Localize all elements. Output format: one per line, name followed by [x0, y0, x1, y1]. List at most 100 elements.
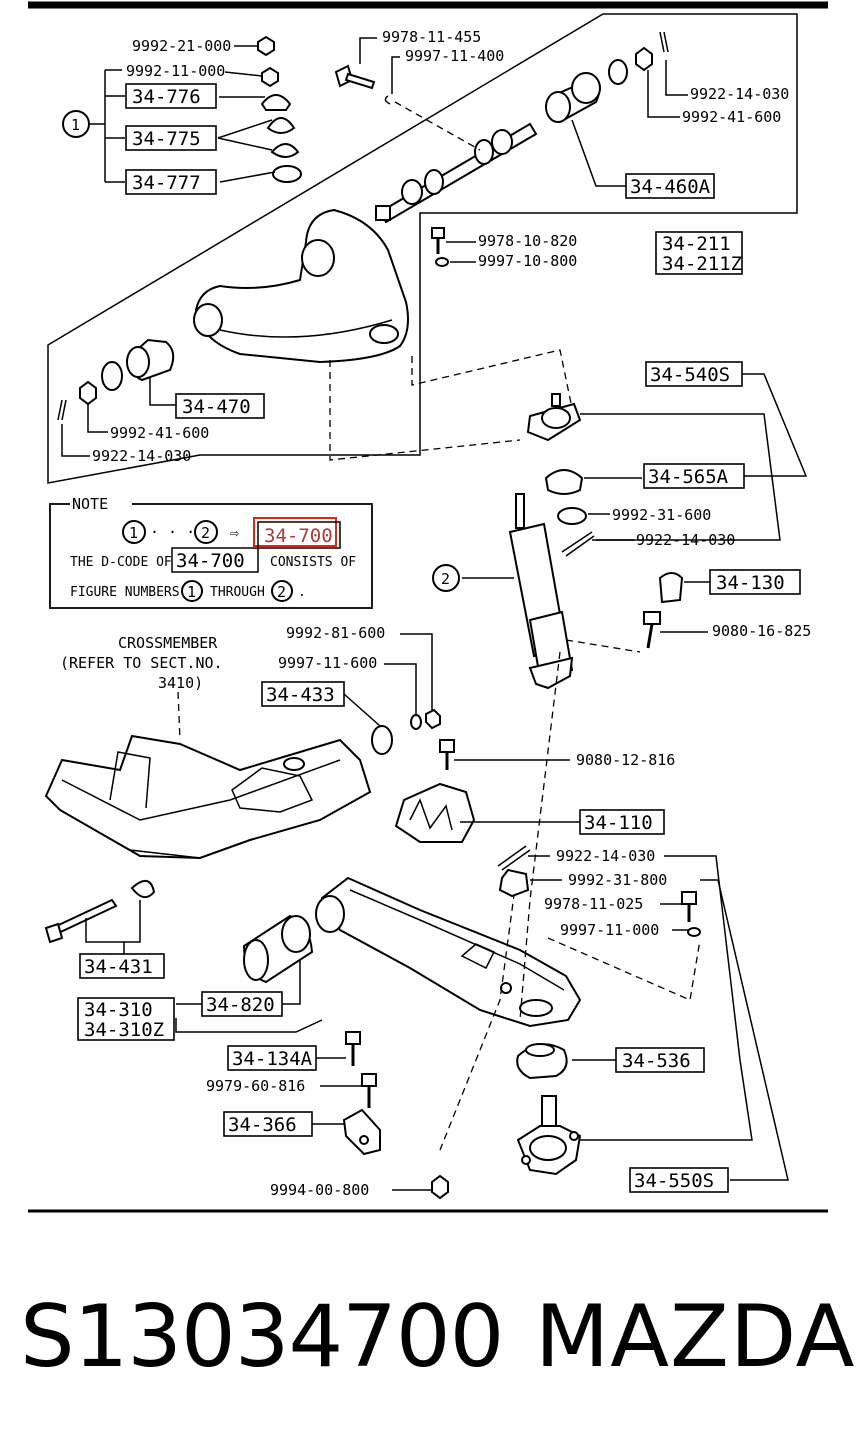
boxed-code-34-776: 34-776 [125, 83, 217, 109]
shaft-collar [474, 139, 494, 165]
cotter-pin-icon [561, 531, 595, 557]
crossmember-title: CROSSMEMBER [118, 634, 218, 652]
label-9992-31-600: 9992-31-600 [612, 506, 711, 524]
arm-body [194, 208, 409, 364]
figure-marker-2-main-text: 2 [441, 570, 450, 588]
boxed-code-34-431: 34-431 [79, 953, 165, 979]
cotter-pin-icon [659, 31, 669, 53]
figure-marker-1-main [62, 110, 90, 138]
washer-icon [130, 880, 156, 899]
ball-joint-seat [369, 324, 399, 344]
shaft-collar [424, 169, 444, 195]
label-9979-60-816: 9979-60-816 [206, 1077, 305, 1095]
lower-arm-window [460, 943, 496, 970]
bushing-face [126, 346, 150, 378]
code-34-134A: 34-134A [232, 1048, 313, 1070]
nut-icon [261, 66, 279, 88]
boxed-code-34-134A: 34-134A [227, 1045, 317, 1071]
lower-arm-rib [349, 889, 565, 991]
bolt-shank-icon [344, 72, 376, 90]
rebound-bumper [394, 782, 476, 843]
part-number: S13034700 [20, 1287, 504, 1387]
bushing-end [571, 72, 601, 104]
upper-ball-joint [526, 393, 595, 557]
upper-arm-group-frame [47, 13, 798, 484]
label-9080-16-825: 9080-16-825 [712, 622, 811, 640]
dust-boot-top [525, 1043, 555, 1057]
label-9992-41-600-top: 9992-41-600 [682, 108, 781, 126]
boxed-code-34-310: 34-310 34-310Z [77, 997, 175, 1041]
crossmember [44, 734, 372, 860]
boxed-code-34-536: 34-536 [615, 1047, 705, 1073]
ball-joint-stud [551, 393, 561, 407]
castle-nut-icon [498, 868, 530, 898]
boxed-code-34-460A: 34-460A [625, 173, 715, 199]
ball-joint-dome [541, 407, 571, 429]
bolt-head-icon [439, 739, 455, 753]
bolt-9978-10-820 [431, 227, 449, 267]
upper-right-bushing [545, 31, 669, 124]
boxed-code-34-110: 34-110 [579, 809, 665, 835]
mount-hole [283, 757, 305, 771]
boxed-code-34-820: 34-820 [201, 991, 283, 1017]
note-line2-pre: THE D-CODE OF [70, 555, 172, 570]
boxed-code-34-433: 34-433 [261, 681, 345, 707]
bolt-head-icon [431, 227, 445, 239]
exploded-parts-diagram: NOTE 1 · · · 2 ⇨ 34-700 THE D-CODE OF 34… [28, 1, 828, 1213]
label-9922-14-030-mid: 9922-14-030 [636, 531, 735, 549]
code-34-431: 34-431 [84, 956, 153, 978]
arm-bushing-eye [193, 303, 223, 337]
crossmember-mount [231, 767, 314, 813]
note-range-sep: · · · [150, 523, 195, 541]
label-9994-00-800: 9994-00-800 [270, 1181, 369, 1199]
code-34-775: 34-775 [132, 128, 201, 150]
lower-arm-eye [315, 895, 345, 933]
figure-marker-1-text: 1 [129, 524, 138, 542]
boxed-code-34-775: 34-775 [125, 125, 217, 151]
upper-arm-shaft [334, 64, 538, 224]
crossmember-bracket [109, 751, 151, 809]
shaft-collar [401, 179, 423, 205]
shock-rod [515, 493, 525, 529]
figure-marker-1 [122, 520, 146, 544]
code-34-536: 34-536 [622, 1050, 691, 1072]
hardware-stack-upper-left [257, 35, 302, 183]
label-9992-21-000: 9992-21-000 [132, 37, 231, 55]
washer-icon [101, 361, 123, 391]
code-34-550S: 34-550S [634, 1170, 714, 1192]
boxed-code-34-777: 34-777 [125, 169, 217, 195]
label-9992-31-800: 9992-31-800 [568, 871, 667, 889]
footer: S13034700 MAZDA [0, 1282, 864, 1412]
code-34-310: 34-310 [84, 999, 153, 1021]
washer-icon [687, 927, 701, 937]
cover-plate [371, 725, 393, 755]
upper-arm-rear-bushing [57, 338, 175, 421]
washer-icon [435, 257, 449, 267]
boxed-code-34-540S: 34-540S [645, 361, 743, 387]
rubber-bushing-icon [260, 94, 292, 111]
shaft-end [375, 205, 391, 221]
rubber-bushing-icon [266, 117, 296, 134]
lower-arm-bushing [242, 914, 314, 984]
boxed-code-34-550S: 34-550S [629, 1167, 729, 1193]
code-34-110: 34-110 [584, 812, 653, 834]
nut-icon [257, 35, 275, 57]
cotter-pin-icon [57, 399, 67, 421]
code-34-460A: 34-460A [630, 176, 711, 198]
note-box: NOTE 1 · · · 2 ⇨ 34-700 THE D-CODE OF 34… [49, 495, 373, 609]
note-code-plain: 34-700 [176, 550, 245, 572]
code-34-211: 34-211 [662, 233, 731, 255]
note-title: NOTE [72, 495, 108, 513]
boxed-code-34-565A: 34-565A [643, 463, 745, 489]
boxed-code-34-470: 34-470 [175, 393, 265, 419]
label-9997-11-400: 9997-11-400 [405, 47, 504, 65]
crossmember-refer: (REFER TO SECT.NO. [60, 654, 223, 672]
washer-icon [410, 714, 422, 730]
label-9992-11-000: 9992-11-000 [126, 62, 225, 80]
arm-rib [219, 319, 393, 338]
figure-marker-2 [194, 520, 218, 544]
washer-clip-icon [384, 95, 391, 105]
castle-nut-icon [635, 46, 653, 72]
bolt-head-icon [44, 922, 64, 944]
label-9080-12-816: 9080-12-816 [576, 751, 675, 769]
